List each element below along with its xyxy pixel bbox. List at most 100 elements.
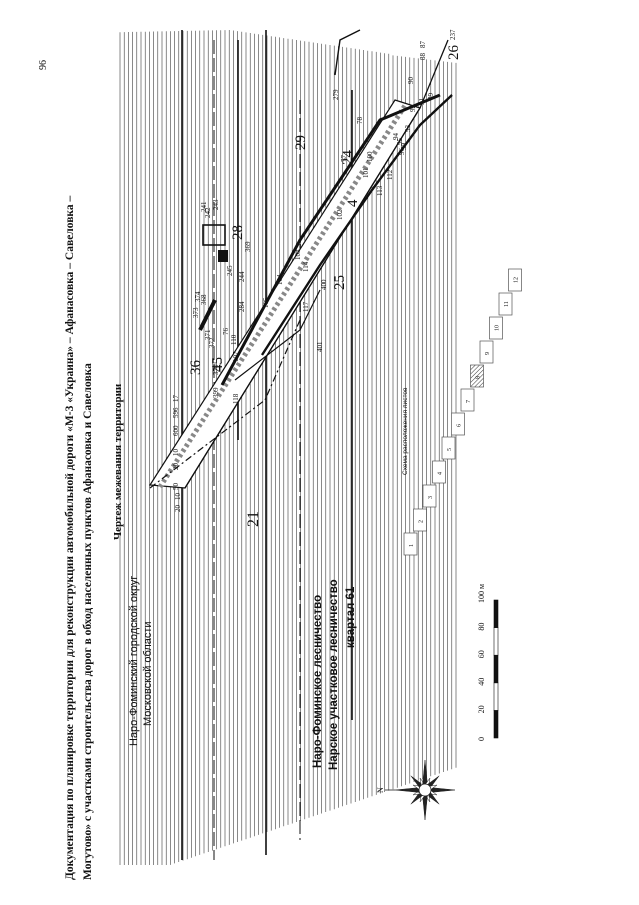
point-label: 92: [409, 105, 417, 113]
point-label: 10: [172, 449, 180, 457]
point-label: 95: [396, 138, 404, 146]
point-label: 374: [194, 291, 202, 302]
point-label: 369: [244, 241, 252, 252]
point-label: 399: [212, 387, 220, 398]
point-label: 600: [172, 425, 180, 436]
scale-tick: 80: [477, 623, 486, 631]
sheet-rect: [413, 508, 427, 532]
road-dotted-fill: [157, 102, 409, 489]
point-label: 284: [238, 301, 246, 312]
point-label: 245: [226, 265, 234, 276]
point-label: 237: [449, 29, 457, 40]
point-label: 372: [208, 337, 216, 348]
sheet-rect: [470, 364, 484, 388]
parcel-number: 4: [345, 199, 361, 207]
scale-tick: 20: [477, 705, 486, 713]
sheet-rect: [460, 388, 475, 412]
scale-segment: [493, 710, 499, 739]
point-label: 241: [200, 201, 208, 212]
forest-line3: квартал 61: [345, 586, 357, 648]
point-label: 20: [174, 505, 182, 513]
road-edge: [149, 319, 301, 489]
point-label: 243: [212, 199, 220, 210]
point-label: 242: [204, 207, 212, 218]
point-label: 88: [419, 53, 427, 61]
sheet-number: 8: [476, 376, 482, 379]
sheet-rect: [479, 340, 494, 364]
sheet-number: 1: [409, 544, 415, 547]
road-edge: [234, 289, 321, 381]
point-label: 10: [174, 493, 182, 501]
parcel-number: 24: [340, 150, 356, 166]
point-label: 50: [172, 483, 180, 491]
parcel-number: 28: [230, 225, 246, 240]
sheet-scheme-label: Схема расположения листов: [402, 387, 409, 475]
point-label: 114: [302, 261, 310, 272]
point-label: 90: [407, 77, 415, 85]
sheet-rect: [498, 292, 513, 316]
parcel-number: 21: [245, 511, 262, 527]
north-arrow-icon: N: [376, 759, 456, 821]
point-label: 368: [200, 294, 208, 305]
north-label: N: [376, 787, 385, 793]
point-label: 78: [356, 117, 364, 125]
scale-segment: [493, 599, 499, 628]
point-label: 371: [204, 329, 212, 340]
parcel-number: 26: [446, 45, 462, 61]
scale-tick: 60: [477, 650, 486, 658]
sheet-rect: [489, 316, 503, 340]
point-label: 20: [172, 463, 180, 471]
point-label: 373: [192, 307, 200, 318]
point-label: 101: [362, 167, 370, 178]
point-label: 117: [302, 301, 310, 312]
road-edge-bold: [220, 93, 441, 386]
point-label: 17: [172, 395, 180, 403]
point-label: 77: [340, 155, 348, 163]
parcel-number: 25: [332, 275, 348, 290]
point-label: 400: [320, 279, 328, 290]
road-edge: [184, 39, 449, 489]
sheet-rect: [422, 484, 437, 508]
scale-segment: [493, 654, 499, 684]
point-label: 401: [316, 341, 324, 352]
sheet-number: 7: [466, 400, 472, 403]
compass-center: [418, 783, 432, 797]
sheet-number: 2: [419, 520, 425, 523]
point-label: 102: [336, 209, 344, 220]
point-label: 89: [427, 93, 435, 101]
point-label: 107: [232, 351, 240, 362]
region-line1: Наро-Фоминский городской округ: [128, 575, 140, 746]
sheet-number: 3: [428, 496, 434, 499]
sheet-number: 10: [495, 325, 501, 331]
point-label: 104: [276, 274, 284, 285]
boundary-line: [334, 29, 361, 76]
forest-line2: Нарское участковое лесничество: [328, 579, 340, 770]
sheet-rect: [403, 532, 418, 556]
region-line2: Московской области: [142, 621, 154, 726]
point-label: 118: [232, 393, 240, 404]
point-label: 76: [222, 328, 230, 336]
parcel-block: [202, 224, 226, 246]
sheet-number: 4: [438, 472, 444, 475]
point-label: 103: [294, 249, 302, 260]
point-label: 87: [419, 41, 427, 49]
forest-line1: Наро-Фоминское лесничество: [312, 594, 324, 768]
parcel-number: 36: [188, 360, 204, 376]
sheet-number: 11: [504, 301, 510, 307]
point-label: 279: [332, 89, 340, 100]
point-label: 99: [400, 143, 408, 151]
point-label: 113: [376, 185, 384, 196]
road-corridor: [148, 39, 453, 489]
scale-segment: [493, 627, 499, 656]
parcel-block: [218, 250, 228, 262]
point-label: 94: [392, 133, 400, 141]
sheet-rect: [432, 460, 446, 484]
sheet-number: 9: [485, 352, 491, 355]
sheet-number: 5: [447, 448, 453, 451]
point-label: 112: [386, 169, 394, 180]
